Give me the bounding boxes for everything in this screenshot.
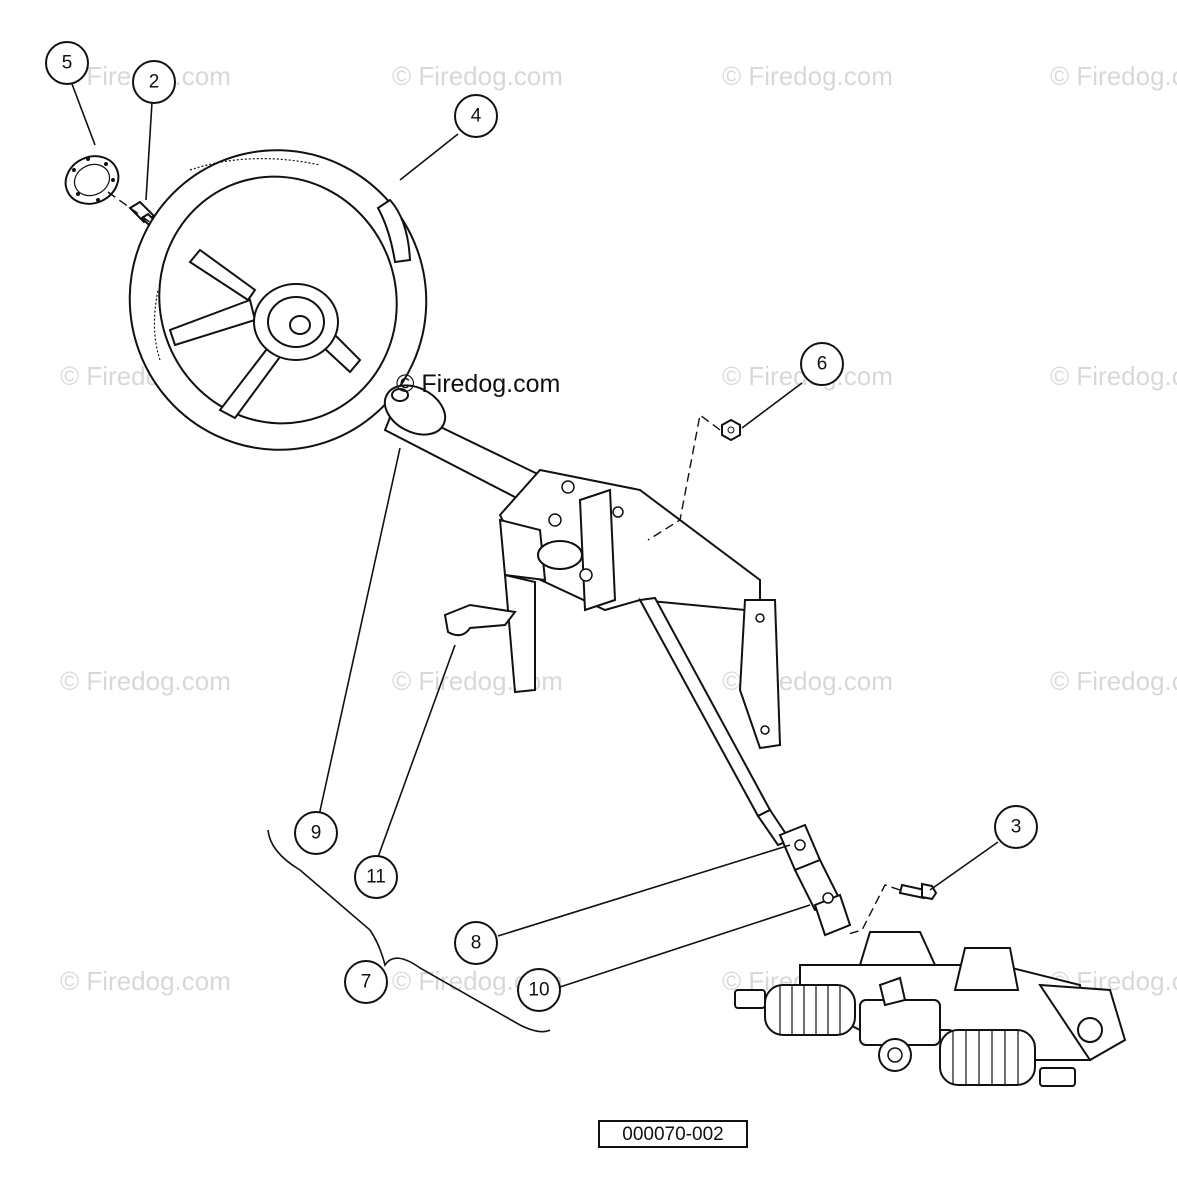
left-bellows [764, 984, 856, 1036]
watermark: © Firedog.com [722, 61, 893, 91]
callout-2: 2 [132, 60, 176, 104]
watermark: © Firedog.com [392, 666, 563, 696]
callout-label: 10 [528, 980, 549, 1001]
right-bellows [939, 1029, 1036, 1086]
horn-cap-plate [64, 155, 120, 205]
callout-5: 5 [45, 41, 89, 85]
callout-9: 9 [294, 811, 338, 855]
callout-4: 4 [454, 94, 498, 138]
callout-label: 8 [471, 933, 482, 954]
callout-label: 2 [149, 72, 160, 93]
callout-label: 4 [471, 106, 482, 127]
callout-label: 3 [1011, 817, 1022, 838]
callout-label: 9 [311, 823, 322, 844]
callout-6: 6 [800, 342, 844, 386]
callout-label: 7 [361, 972, 372, 993]
universal-joint [778, 823, 852, 937]
watermark: © Firedog.com [60, 666, 231, 696]
flange-nut [721, 418, 741, 442]
watermark: © Firedog.com [1050, 61, 1177, 91]
watermark: © Firedog.com [1050, 666, 1177, 696]
bolt-dash-line [844, 884, 901, 936]
watermark: © Firedog.com [392, 61, 563, 91]
watermark-main: © Firedog.com [396, 370, 560, 398]
callout-label: 5 [62, 53, 73, 74]
watermark: © Firedog.com [60, 966, 231, 996]
steering-column-tube [383, 384, 552, 512]
pinch-bolt [898, 882, 938, 901]
watermark: © Firedog.com [1050, 361, 1177, 391]
leader-lines [71, 83, 999, 1033]
callout-label: 6 [817, 354, 828, 375]
callout-8: 8 [454, 921, 498, 965]
steering-shaft [638, 596, 792, 847]
tilt-pedal [443, 603, 517, 637]
steering-rack [734, 931, 1127, 1087]
steering-wheel [128, 149, 428, 451]
callout-3: 3 [994, 805, 1038, 849]
steering-column-bracket [498, 468, 782, 750]
nut-dash-line [647, 413, 721, 541]
callout-11: 11 [354, 855, 398, 899]
callout-label: 11 [366, 867, 386, 888]
drawing-number: 000070-002 [598, 1120, 748, 1148]
callout-10: 10 [517, 968, 561, 1012]
callout-7: 7 [344, 960, 388, 1004]
